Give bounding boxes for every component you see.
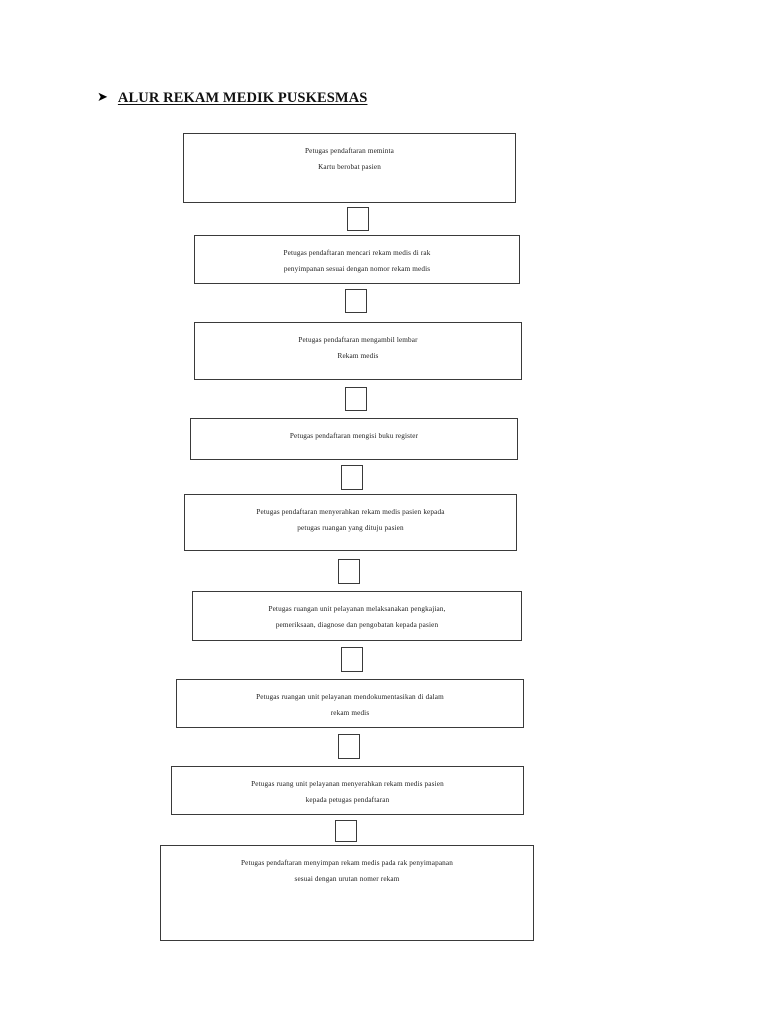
flow-step-5: Petugas pendaftaran menyerahkan rekam me… [184, 494, 517, 551]
flow-step-8-line-2: kepada petugas pendaftaran [305, 795, 390, 804]
flow-step-2: Petugas pendaftaran mencari rekam medis … [194, 235, 520, 284]
flow-step-3-line-1: Petugas pendaftaran mengambil lembar [298, 336, 418, 344]
flow-step-8-line-1: Petugas ruang unit pelayanan menyerahkan… [251, 780, 444, 788]
page-title: ➤ ALUR REKAM MEDIK PUSKESMAS [97, 90, 367, 107]
flow-connector [347, 207, 369, 231]
flow-step-7-line-1: Petugas ruangan unit pelayanan mendokume… [256, 693, 444, 701]
flow-connector [341, 465, 363, 490]
flow-step-9: Petugas pendaftaran menyimpan rekam medi… [160, 845, 534, 941]
flow-step-1-line-1: Petugas pendaftaran meminta [304, 147, 395, 155]
flow-step-3-line-2: Rekam medis [337, 351, 379, 360]
flow-connector [341, 647, 363, 672]
flow-step-6-line-1: Petugas ruangan unit pelayanan melaksana… [268, 605, 446, 613]
page-title-text: ALUR REKAM MEDIK PUSKESMAS [117, 90, 368, 106]
flow-step-5-line-1: Petugas pendaftaran menyerahkan rekam me… [256, 508, 445, 516]
flow-connector [345, 289, 367, 313]
flow-step-4: Petugas pendaftaran mengisi buku registe… [190, 418, 518, 460]
flow-connector [338, 559, 360, 584]
flow-step-6: Petugas ruangan unit pelayanan melaksana… [192, 591, 522, 641]
flow-connector [335, 820, 357, 842]
flow-step-2-line-2: penyimpanan sesuai dengan nomor rekam me… [283, 264, 431, 273]
flow-step-5-line-2: petugas ruangan yang dituju pasien [297, 523, 404, 532]
flow-step-2-line-1: Petugas pendaftaran mencari rekam medis … [283, 249, 431, 257]
flow-step-1-line-2: Kartu berobat pasien [318, 162, 381, 171]
flow-step-8: Petugas ruang unit pelayanan menyerahkan… [171, 766, 524, 815]
flow-connector [338, 734, 360, 759]
bullet-arrow-icon: ➤ [97, 89, 108, 104]
flow-step-7: Petugas ruangan unit pelayanan mendokume… [176, 679, 524, 728]
flow-step-7-line-2: rekam medis [330, 708, 370, 717]
flow-step-9-line-1: Petugas pendaftaran menyimpan rekam medi… [240, 859, 454, 867]
flow-step-4-line-1: Petugas pendaftaran mengisi buku registe… [289, 432, 419, 440]
flow-connector [345, 387, 367, 411]
flow-step-6-line-2: pemeriksaan, diagnose dan pengobatan kep… [275, 620, 439, 629]
flow-step-9-line-2: sesuai dengan urutan nomer rekam [294, 874, 400, 883]
